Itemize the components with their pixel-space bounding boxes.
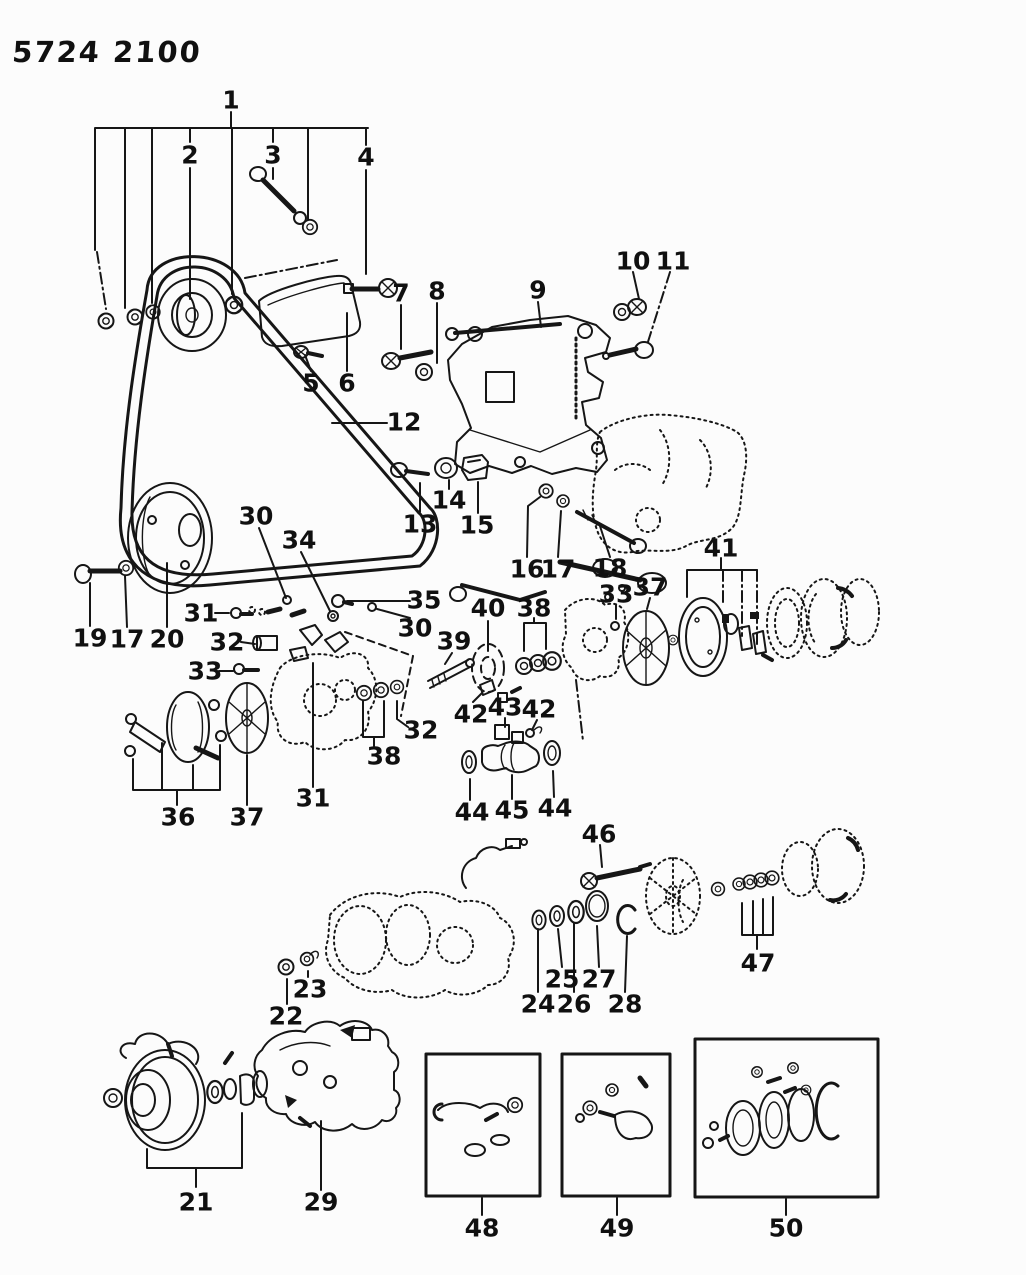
kit-boxes <box>424 1037 880 1199</box>
spacer-parts <box>390 454 647 554</box>
callout-37: 37 <box>633 573 668 602</box>
callout-1: 1 <box>222 86 239 115</box>
callout-3: 3 <box>264 141 281 170</box>
callout-26: 26 <box>557 990 592 1019</box>
callout-39: 39 <box>437 627 472 656</box>
callout-38: 38 <box>517 594 552 623</box>
callout-42: 42 <box>454 700 489 729</box>
engine-ghost <box>591 413 748 554</box>
callout-18: 18 <box>593 554 628 583</box>
callout-30: 30 <box>398 614 433 643</box>
callout-25: 25 <box>545 965 580 994</box>
callout-36: 36 <box>161 803 196 832</box>
callout-47: 47 <box>741 949 776 978</box>
callout-42: 42 <box>522 695 557 724</box>
idler-pulley <box>157 278 227 352</box>
bottom-assembly <box>103 1020 401 1151</box>
callout-44: 44 <box>538 794 573 823</box>
callout-5: 5 <box>302 369 319 398</box>
callout-12: 12 <box>387 408 422 437</box>
callout-6: 6 <box>338 369 355 398</box>
callout-28: 28 <box>608 990 643 1019</box>
callout-17: 17 <box>110 625 145 654</box>
callout-41: 41 <box>704 534 739 563</box>
callout-17: 17 <box>541 555 576 584</box>
callout-21: 21 <box>179 1188 214 1217</box>
clutch-stack <box>561 578 880 686</box>
crank-pulley <box>74 482 213 594</box>
callout-44: 44 <box>455 798 490 827</box>
callout-50: 50 <box>769 1214 804 1243</box>
callout-11: 11 <box>656 247 691 276</box>
callout-9: 9 <box>529 276 546 305</box>
callout-48: 48 <box>465 1214 500 1243</box>
callout-19: 19 <box>73 624 108 653</box>
callout-32: 32 <box>210 628 245 657</box>
callout-8: 8 <box>428 277 445 306</box>
callout-24: 24 <box>521 990 556 1019</box>
callout-23: 23 <box>293 975 328 1004</box>
callout-31: 31 <box>184 599 219 628</box>
callout-16: 16 <box>510 555 545 584</box>
adjust-bolts <box>381 349 434 381</box>
callout-4: 4 <box>357 143 374 172</box>
lower-shaft-parts <box>277 828 865 999</box>
figure-code: 5724 2100 <box>11 35 203 69</box>
callout-15: 15 <box>460 511 495 540</box>
compressor-mid-ghost <box>269 652 405 751</box>
mounting-bracket <box>445 315 667 602</box>
callout-46: 46 <box>582 820 617 849</box>
callout-32: 32 <box>404 716 439 745</box>
callout-37: 37 <box>230 803 265 832</box>
callout-27: 27 <box>582 965 617 994</box>
callout-43: 43 <box>488 693 523 722</box>
bracket-bolts <box>602 298 654 360</box>
top-fasteners <box>97 166 398 330</box>
callout-10: 10 <box>616 247 651 276</box>
shaft-seal-parts <box>427 643 562 774</box>
callout-14: 14 <box>432 486 467 515</box>
callout-49: 49 <box>600 1214 635 1243</box>
callout-34: 34 <box>282 526 317 555</box>
drive-belt <box>118 255 440 588</box>
callout-20: 20 <box>150 625 185 654</box>
callout-35: 35 <box>407 586 442 615</box>
leader-lines <box>89 111 787 1216</box>
callout-31: 31 <box>296 784 331 813</box>
callout-7: 7 <box>392 279 409 308</box>
callout-40: 40 <box>471 594 506 623</box>
callout-2: 2 <box>181 141 198 170</box>
callout-22: 22 <box>269 1002 304 1031</box>
callout-29: 29 <box>304 1188 339 1217</box>
callout-33: 33 <box>599 580 634 609</box>
callout-13: 13 <box>403 510 438 539</box>
clutch-hub-group <box>124 682 269 763</box>
callout-38: 38 <box>367 742 402 771</box>
callout-45: 45 <box>495 796 530 825</box>
callout-30: 30 <box>239 502 274 531</box>
front-hardware <box>230 594 377 675</box>
callout-33: 33 <box>188 657 223 686</box>
